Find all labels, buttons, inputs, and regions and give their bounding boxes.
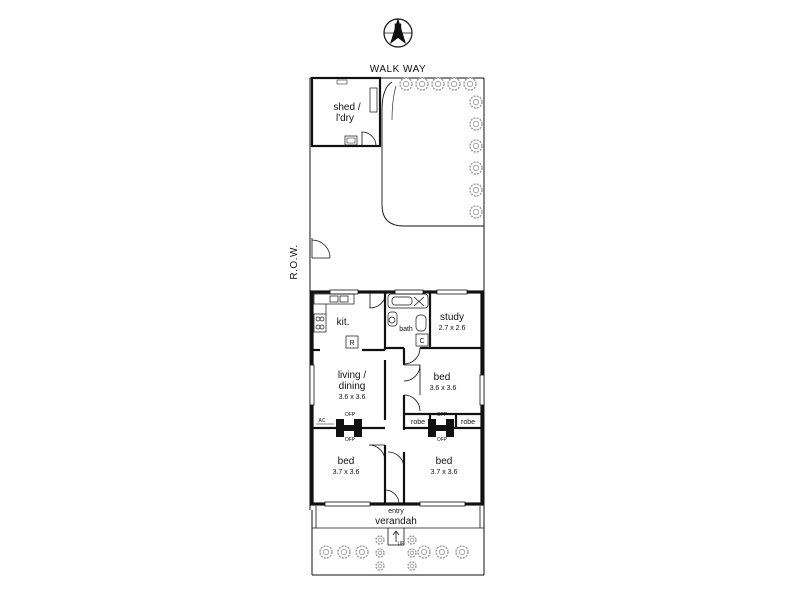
living-label-2: dining (339, 381, 366, 392)
ofp-label-1: OFP (345, 412, 356, 418)
ofp-label-4: OFP (437, 437, 448, 443)
shrub-icon (435, 545, 449, 559)
front-steps (387, 528, 405, 546)
study-dims: 2.7 x 2.6 (439, 325, 466, 332)
shrub-core (458, 548, 466, 556)
shrub-core (472, 186, 480, 194)
robe-right-label: robe (461, 419, 475, 426)
shrub-core (438, 548, 446, 556)
bed-sw-label: bed (338, 456, 355, 467)
cupboard-label: C (419, 338, 424, 345)
shrub-icon (407, 535, 417, 545)
shrub-icon (431, 77, 445, 91)
yard-path-inner (391, 85, 397, 121)
shrub-core (377, 563, 383, 569)
fridge-label: R (349, 340, 354, 347)
bed-ne-dims: 3.6 x 3.6 (430, 385, 457, 392)
shrub-icon (469, 183, 483, 197)
shrub-core (377, 537, 383, 543)
shrub-icon (375, 561, 385, 571)
bed-ne-label: bed (434, 372, 451, 383)
hedge-front (319, 535, 469, 571)
shrub-core (409, 537, 415, 543)
shrub-icon (447, 77, 461, 91)
living-label-1: living / (338, 370, 367, 381)
shrub-core (434, 80, 442, 88)
fireplace-left-icon (336, 419, 362, 437)
ofp-label-2: OFP (345, 437, 356, 443)
shrub-icon (319, 545, 333, 559)
shrub-core (472, 208, 480, 216)
shrub-icon (469, 205, 483, 219)
shrub-core (466, 80, 474, 88)
shrub-icon (337, 545, 351, 559)
shrub-icon (417, 545, 431, 559)
shed-laundry: shed / l'dry (310, 76, 382, 148)
shrub-core (377, 550, 383, 556)
windows (309, 289, 485, 507)
kitchen-fixtures (313, 293, 359, 349)
shrub-core (420, 548, 428, 556)
shrub-icon (469, 161, 483, 175)
ac-label: AC (319, 418, 326, 424)
gate-swing (311, 238, 331, 259)
walkway-label: WALK WAY (370, 64, 426, 75)
shrub-core (472, 142, 480, 150)
door-swings (368, 291, 421, 469)
shrub-core (402, 80, 410, 88)
living-dims: 3.6 x 3.6 (339, 394, 366, 401)
shrub-icon (469, 117, 483, 131)
yard-path (381, 81, 484, 227)
shrub-icon (375, 535, 385, 545)
hedge-rear (399, 77, 483, 219)
bath-label: bath (399, 326, 413, 333)
shrub-icon (399, 77, 413, 91)
shrub-core (409, 563, 415, 569)
shrub-core (450, 80, 458, 88)
shrub-core (472, 164, 480, 172)
shrub-icon (355, 545, 369, 559)
verandah-label: verandah (375, 516, 417, 527)
shrub-icon (463, 77, 477, 91)
row-label: R.O.W. (289, 244, 300, 279)
robe-left-label: robe (411, 419, 425, 426)
bath-fixtures (387, 293, 429, 347)
shrub-icon (469, 139, 483, 153)
verandah (312, 506, 484, 529)
shrub-core (340, 548, 348, 556)
shrub-core (409, 550, 415, 556)
shrub-core (418, 80, 426, 88)
up-label: UP (398, 541, 406, 547)
shrub-core (472, 98, 480, 106)
bed-se-dims: 3.7 x 3.6 (431, 469, 458, 476)
shrub-core (472, 120, 480, 128)
north-arrow-icon: N (383, 18, 413, 48)
shrub-core (322, 548, 330, 556)
shrub-icon (415, 77, 429, 91)
entry-door-swing (384, 489, 400, 505)
north-letter: N (394, 22, 402, 34)
shed-label-1: shed / (333, 102, 360, 113)
ofp-label-3: OFP (437, 412, 448, 418)
fireplace-right-icon (428, 419, 454, 437)
shrub-icon (469, 95, 483, 109)
study-label: study (440, 312, 464, 323)
shrub-icon (375, 548, 385, 558)
shrub-core (358, 548, 366, 556)
shrub-icon (407, 548, 417, 558)
shed-label-2: l'dry (336, 113, 354, 124)
shrub-icon (455, 545, 469, 559)
bed-se-label: bed (436, 456, 453, 467)
entry-label: entry (388, 508, 404, 515)
kitchen-label: kit. (337, 317, 350, 328)
bed-sw-dims: 3.7 x 3.6 (333, 469, 360, 476)
shrub-icon (407, 561, 417, 571)
site-boundary (309, 77, 485, 576)
